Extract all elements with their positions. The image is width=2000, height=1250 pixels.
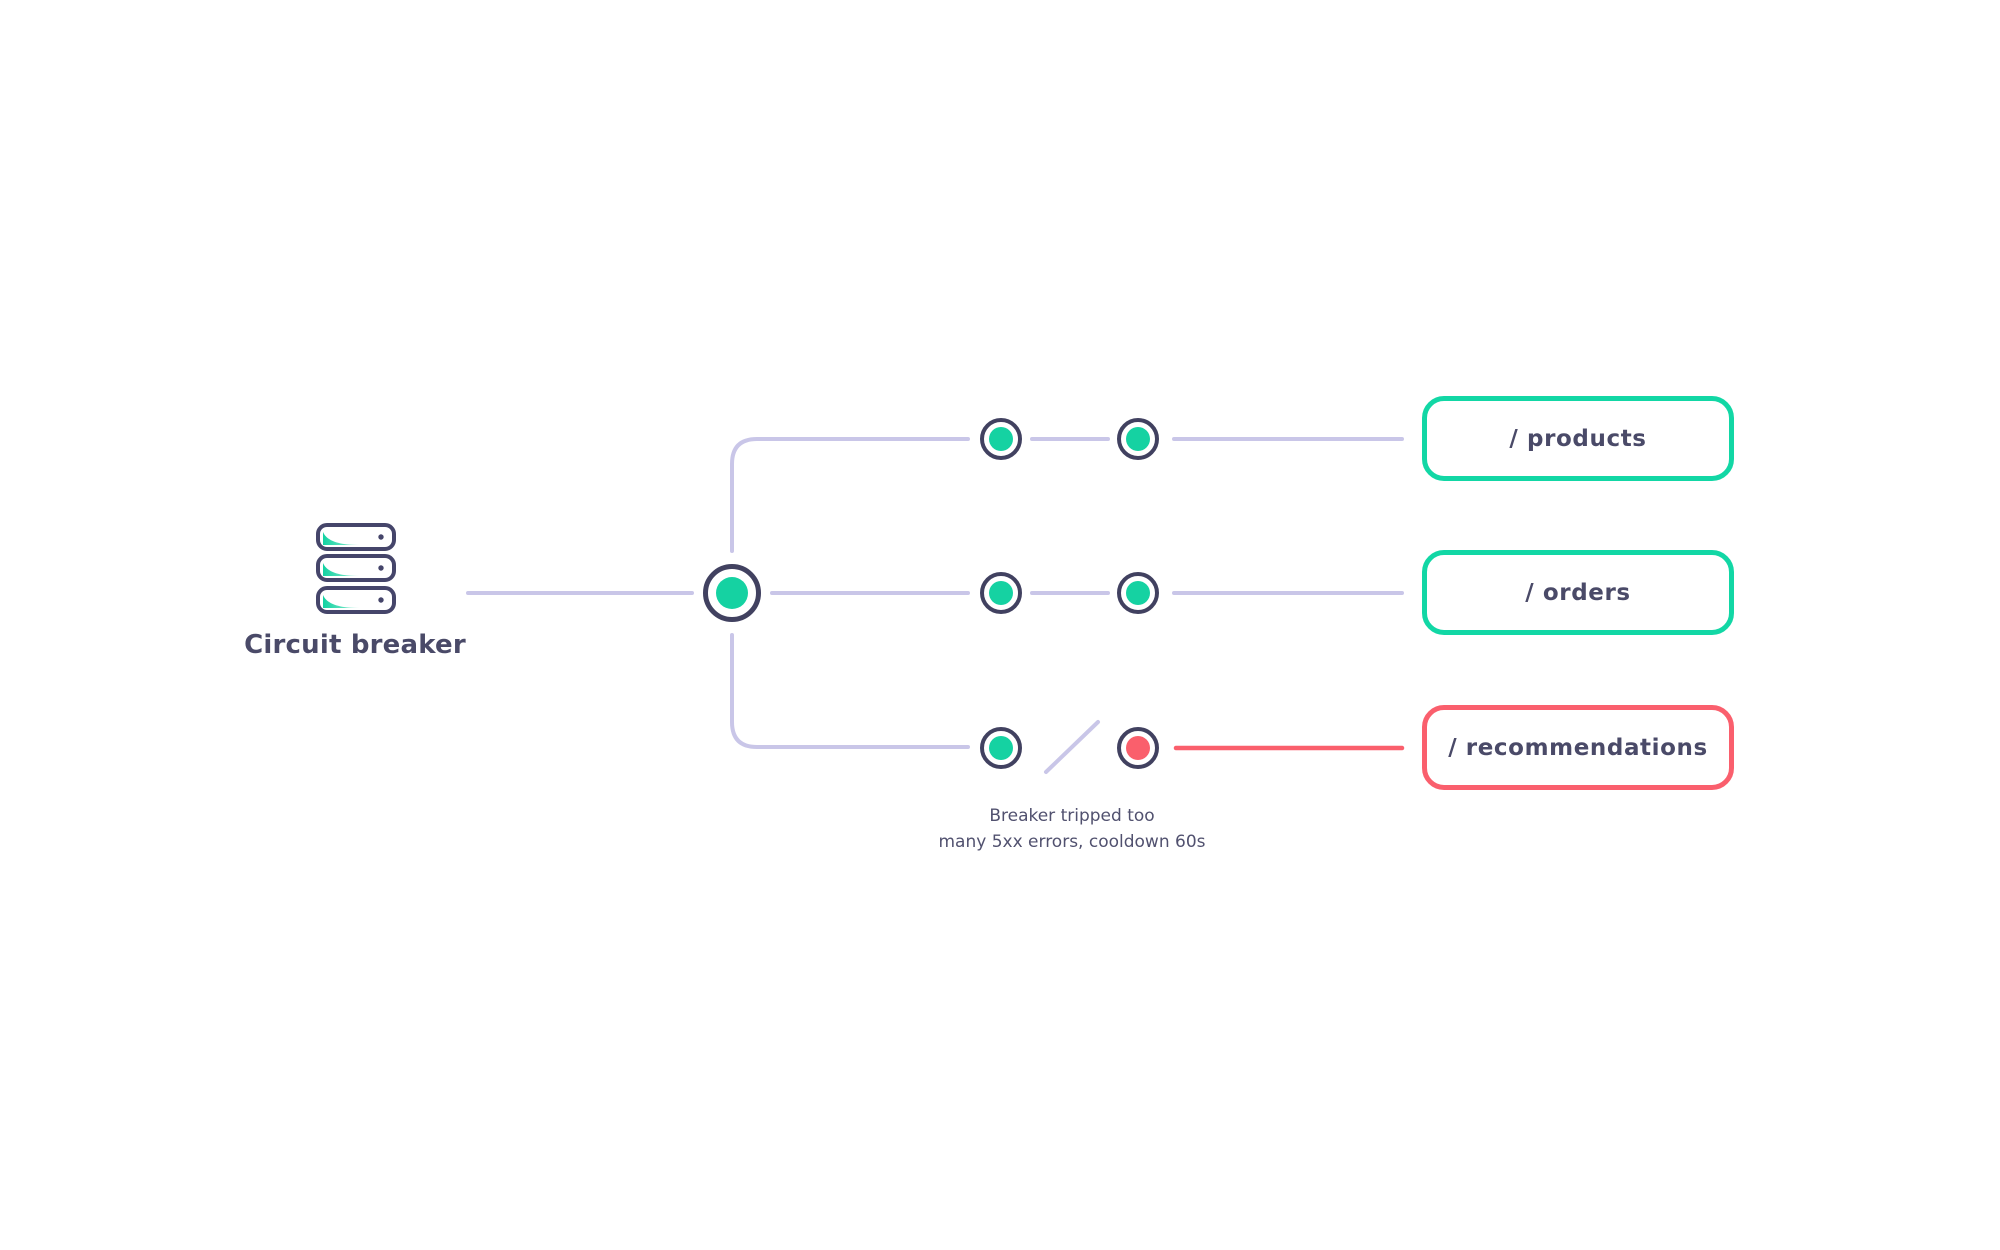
endpoint-products: / products [1422,396,1734,481]
recommendations-node-1 [980,727,1022,769]
source-label: Circuit breaker [244,630,466,660]
server-unit [316,554,396,582]
endpoint-orders: / orders [1422,550,1734,635]
wire-hub-to-recommendations [730,633,970,749]
products-node-2-status-dot [1126,427,1150,451]
server-stack-icon [316,523,396,614]
endpoint-recommendations: / recommendations [1422,705,1734,790]
recommendations-node-2-error [1117,727,1159,769]
products-node-1-status-dot [989,427,1013,451]
orders-node-2 [1117,572,1159,614]
server-unit [316,523,396,551]
recommendations-node-2-error-dot [1126,736,1150,760]
hub-node [703,564,761,622]
orders-node-2-status-dot [1126,581,1150,605]
open-circuit-slash-icon [1044,720,1100,774]
server-unit [316,586,396,614]
breaker-note-line2: many 5xx errors, cooldown 60s [938,832,1206,852]
products-node-2 [1117,418,1159,460]
wire-hub-to-products [730,437,970,553]
recommendations-node-1-status-dot [989,736,1013,760]
breaker-note-line1: Breaker tripped too [989,806,1155,826]
products-node-1 [980,418,1022,460]
orders-node-1-status-dot [989,581,1013,605]
breaker-note: Breaker tripped too many 5xx errors, coo… [920,803,1224,855]
hub-node-status-dot [716,577,748,609]
orders-node-1 [980,572,1022,614]
